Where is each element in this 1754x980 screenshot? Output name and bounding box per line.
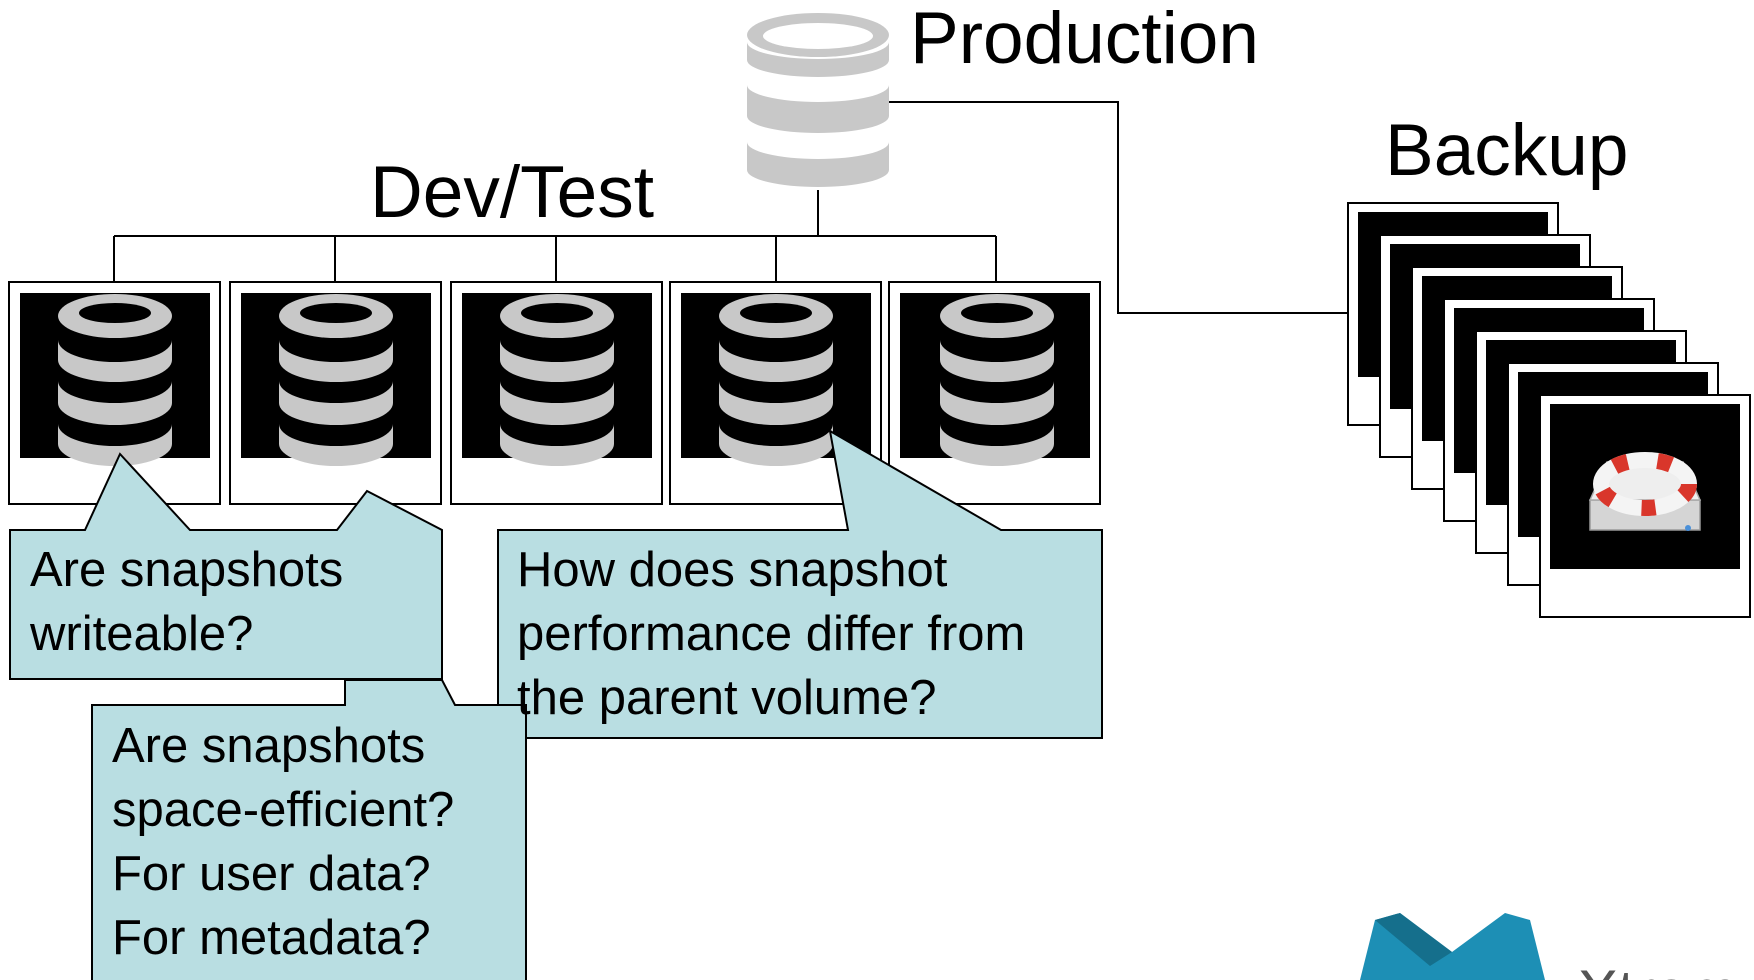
callout-line: Are snapshots	[112, 719, 426, 773]
callout-writeable-shape	[9, 452, 443, 680]
life-ring-drive-icon	[1588, 452, 1702, 531]
xtrem-logo	[1360, 913, 1545, 980]
dev-test-label: Dev/Test	[370, 152, 654, 233]
production-label: Production	[910, 0, 1259, 79]
callout-writeable: Are snapshots writeable?	[30, 538, 343, 666]
callout-line: For metadata?	[112, 911, 431, 965]
snapshot-card-2	[229, 281, 442, 505]
callout-line: performance differ from	[517, 607, 1026, 661]
callout-space-efficient-shape	[91, 679, 527, 980]
callout-line: the parent volume?	[517, 671, 937, 725]
production-database-icon	[747, 13, 889, 187]
logo-text: Xtrem	[1578, 962, 1738, 980]
callout-line: For user data?	[112, 847, 431, 901]
connector-lines	[113, 101, 1348, 314]
callout-line: space-efficient?	[112, 783, 455, 837]
callout-line: Are snapshots	[30, 543, 344, 597]
snapshot-card-3	[450, 281, 663, 505]
callout-space-efficient: Are snapshots space-efficient? For user …	[112, 714, 454, 970]
callout-line: How does snapshot	[517, 543, 948, 597]
callout-line: writeable?	[30, 607, 254, 661]
callout-performance: How does snapshot performance differ fro…	[517, 538, 1025, 730]
callout-performance-shape	[497, 429, 1103, 739]
backup-stack	[1347, 202, 1751, 618]
backup-label: Backup	[1385, 110, 1629, 191]
snapshot-card-5	[888, 281, 1101, 505]
